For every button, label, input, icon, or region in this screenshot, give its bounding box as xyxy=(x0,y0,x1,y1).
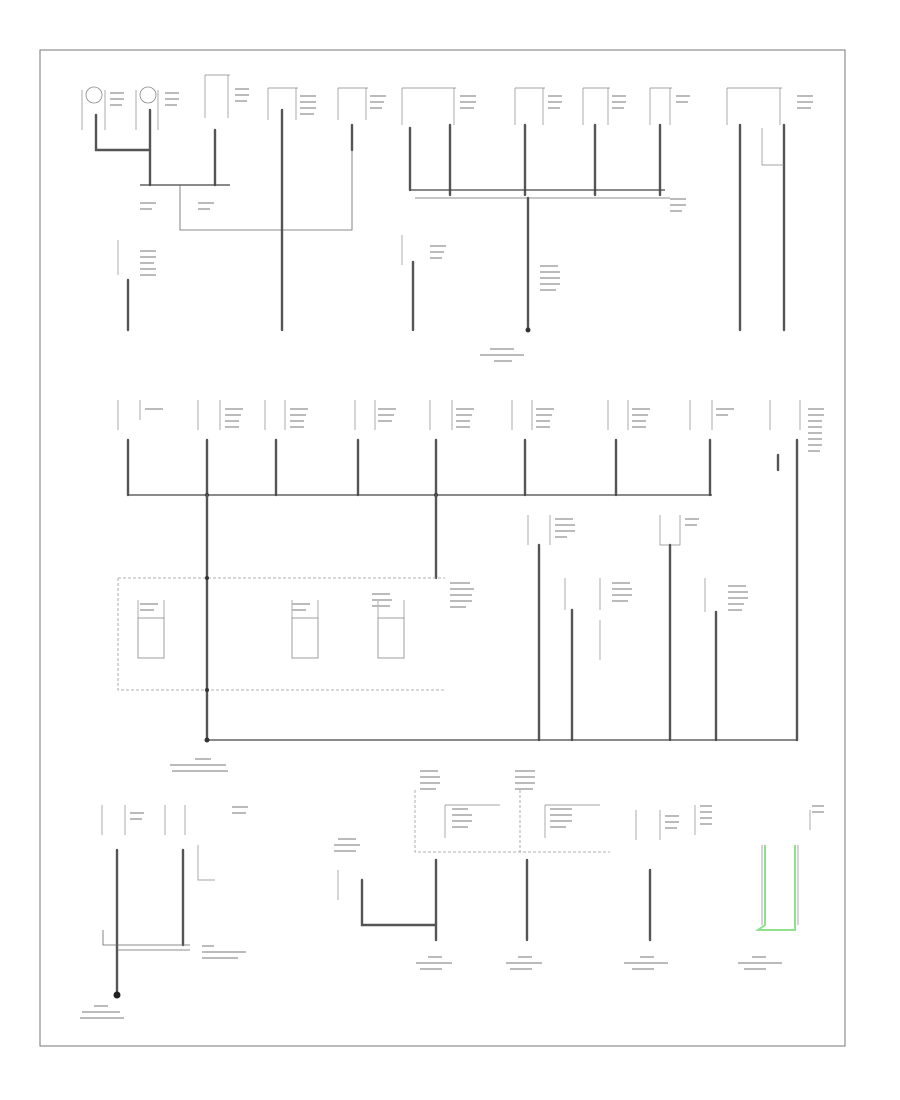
ground-point-1 xyxy=(525,327,531,333)
bottom-section xyxy=(101,790,811,999)
label-marks xyxy=(80,88,824,1019)
module-component-3 xyxy=(377,617,405,659)
diagram-frame xyxy=(39,49,846,1047)
ground-point-3 xyxy=(113,991,121,999)
component-circle-2 xyxy=(139,86,157,104)
module-box xyxy=(117,577,445,691)
top-section xyxy=(81,74,786,333)
module-component-1 xyxy=(137,617,165,659)
wire-bottom-1 xyxy=(360,878,438,927)
middle-section xyxy=(117,400,801,743)
component-circle-1 xyxy=(85,86,103,104)
ground-point-2 xyxy=(204,737,210,743)
wire-top-1 xyxy=(94,113,152,152)
highlighted-wire xyxy=(754,845,796,931)
module-component-2 xyxy=(291,617,319,659)
